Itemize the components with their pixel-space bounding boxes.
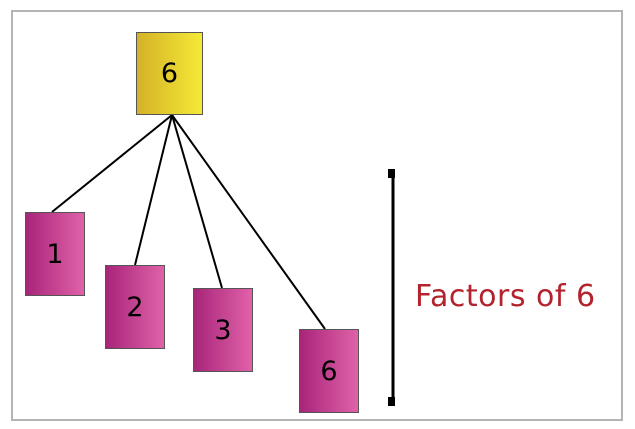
edge-root-to-6 <box>171 114 326 330</box>
factor-node-label: 6 <box>320 355 338 387</box>
factor-node-2: 2 <box>105 265 165 349</box>
factor-node-label: 1 <box>46 238 64 270</box>
factors-caption: Factors of 6 <box>415 279 596 314</box>
factor-node-3: 3 <box>193 288 253 372</box>
root-node-label: 6 <box>160 58 179 89</box>
factor-node-1: 1 <box>25 212 85 296</box>
factor-node-label: 2 <box>126 291 144 323</box>
bracket <box>388 169 395 406</box>
edge-root-to-2 <box>134 114 173 266</box>
factor-node-6: 6 <box>299 329 359 413</box>
root-node: 6 <box>136 32 203 115</box>
edge-root-to-1 <box>51 114 173 213</box>
factor-node-label: 3 <box>214 314 232 346</box>
edge-root-to-3 <box>171 114 223 289</box>
